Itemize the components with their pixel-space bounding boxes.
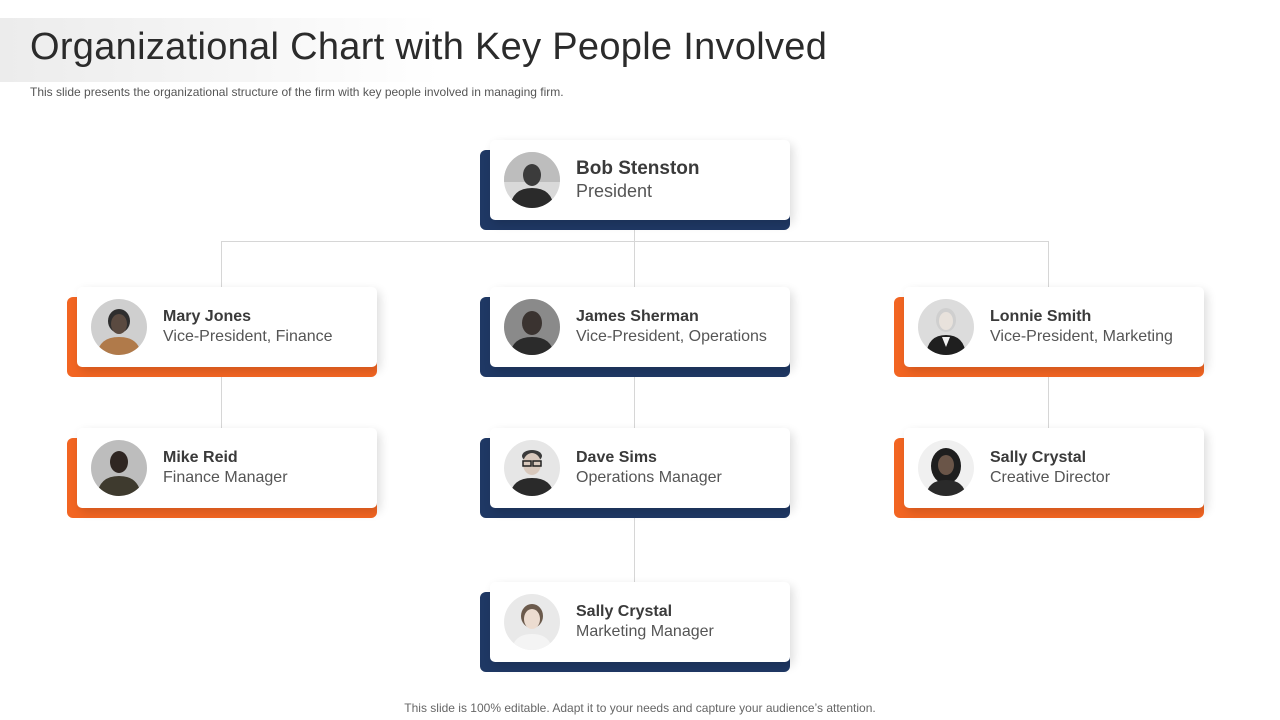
connector-to-vp-finance — [221, 241, 222, 287]
person-photo-icon — [504, 440, 560, 496]
connector-horizontal-bar — [221, 241, 1049, 242]
footer-note: This slide is 100% editable. Adapt it to… — [404, 701, 876, 715]
person-photo-icon — [918, 299, 974, 355]
person-card-finance-manager[interactable]: Mike Reid Finance Manager — [67, 428, 377, 518]
connector-to-marketing-manager — [634, 518, 635, 582]
connector-to-vp-operations — [634, 241, 635, 287]
person-role: Operations Manager — [576, 469, 722, 486]
person-role: Vice-President, Finance — [163, 328, 333, 345]
connector-to-vp-marketing — [1048, 241, 1049, 287]
person-photo-icon — [504, 594, 560, 650]
person-card-president[interactable]: Bob Stenston President — [480, 140, 790, 230]
person-photo-icon — [918, 440, 974, 496]
connector-president-down — [634, 230, 635, 241]
person-card-vp-marketing[interactable]: Lonnie Smith Vice-President, Marketing — [894, 287, 1204, 377]
person-photo-icon — [91, 440, 147, 496]
person-photo-icon — [504, 152, 560, 208]
person-card-vp-operations[interactable]: James Sherman Vice-President, Operations — [480, 287, 790, 377]
person-photo-icon — [504, 299, 560, 355]
page-title: Organizational Chart with Key People Inv… — [30, 26, 828, 68]
person-role: Vice-President, Operations — [576, 328, 767, 345]
card-panel: James Sherman Vice-President, Operations — [490, 287, 790, 367]
person-card-marketing-manager[interactable]: Sally Crystal Marketing Manager — [480, 582, 790, 672]
person-name: Sally Crystal — [576, 603, 673, 620]
card-panel: Mary Jones Vice-President, Finance — [77, 287, 377, 367]
person-name: Dave Sims — [576, 449, 657, 466]
page-subtitle: This slide presents the organizational s… — [30, 85, 564, 99]
connector-marketing-chain — [1048, 377, 1049, 428]
person-name: Mike Reid — [163, 449, 238, 466]
person-card-vp-finance[interactable]: Mary Jones Vice-President, Finance — [67, 287, 377, 377]
card-panel: Lonnie Smith Vice-President, Marketing — [904, 287, 1204, 367]
person-card-creative-director[interactable]: Sally Crystal Creative Director — [894, 428, 1204, 518]
card-panel: Bob Stenston President — [490, 140, 790, 220]
connector-operations-chain — [634, 377, 635, 428]
person-card-operations-manager[interactable]: Dave Sims Operations Manager — [480, 428, 790, 518]
person-name: Bob Stenston — [576, 158, 700, 179]
person-role: Vice-President, Marketing — [990, 328, 1173, 345]
person-name: Lonnie Smith — [990, 308, 1092, 325]
person-role: Creative Director — [990, 469, 1111, 486]
card-panel: Dave Sims Operations Manager — [490, 428, 790, 508]
card-panel: Sally Crystal Creative Director — [904, 428, 1204, 508]
title-band — [0, 18, 440, 82]
person-role: Marketing Manager — [576, 623, 714, 640]
person-photo-icon — [91, 299, 147, 355]
connector-finance-chain — [221, 377, 222, 428]
person-name: Mary Jones — [163, 308, 252, 325]
card-panel: Sally Crystal Marketing Manager — [490, 582, 790, 662]
card-panel: Mike Reid Finance Manager — [77, 428, 377, 508]
person-role: President — [576, 181, 653, 201]
person-name: James Sherman — [576, 308, 699, 325]
person-role: Finance Manager — [163, 469, 288, 486]
person-name: Sally Crystal — [990, 449, 1087, 466]
